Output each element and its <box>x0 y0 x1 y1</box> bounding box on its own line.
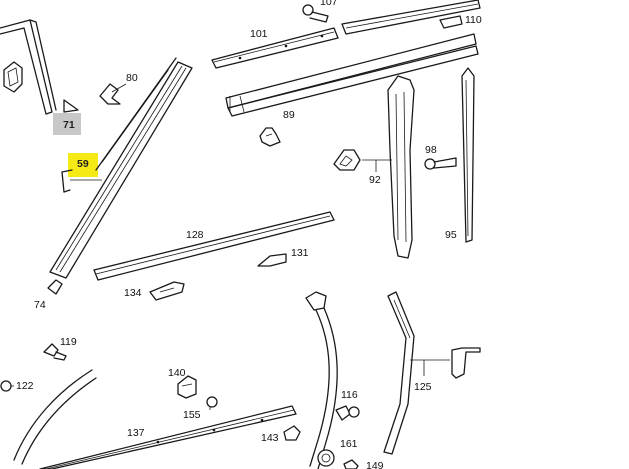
part-140: 140 <box>168 367 197 399</box>
part-155: 155 <box>183 396 218 421</box>
part-143: 143 <box>261 425 301 444</box>
upper-strip <box>341 0 481 35</box>
label-131[interactable]: 131 <box>291 247 309 259</box>
label-71[interactable]: 71 <box>63 119 75 131</box>
label-74[interactable]: 74 <box>34 299 46 311</box>
pillar-seal-center <box>305 291 338 469</box>
part-125: 125 <box>383 291 481 455</box>
part-74: 74 <box>34 279 63 311</box>
vertical-seal-92 <box>387 75 415 259</box>
window-channel-diagonal <box>49 57 193 279</box>
label-80[interactable]: 80 <box>126 72 138 84</box>
part-131: 131 <box>257 247 309 267</box>
highlight-71 <box>53 113 81 135</box>
label-92[interactable]: 92 <box>369 174 381 186</box>
clip-part <box>3 61 23 93</box>
label-128[interactable]: 128 <box>186 229 204 241</box>
door-skin-bottom-left <box>13 369 97 465</box>
label-59[interactable]: 59 <box>77 158 89 170</box>
part-122: 122 <box>0 380 34 392</box>
door-frame-top-left <box>0 19 57 115</box>
label-101[interactable]: 101 <box>250 28 268 40</box>
part-95: 95 <box>445 67 475 243</box>
part-80: 80 <box>99 72 138 105</box>
label-140[interactable]: 140 <box>168 367 186 379</box>
label-116[interactable]: 116 <box>341 389 358 401</box>
part-161: 161 <box>317 438 358 467</box>
label-155[interactable]: 155 <box>183 409 201 421</box>
part-149: 149 <box>343 459 384 469</box>
label-89[interactable]: 89 <box>283 109 295 121</box>
part-128: 128 <box>93 211 335 281</box>
part-89: 89 <box>259 109 295 147</box>
part-134: 134 <box>124 281 185 301</box>
part-71: 71 <box>53 99 81 135</box>
label-110[interactable]: 110 <box>465 14 482 26</box>
part-98: 98 <box>424 144 457 170</box>
part-92: 92 <box>333 149 392 186</box>
label-137[interactable]: 137 <box>127 427 145 439</box>
label-107[interactable]: 107 <box>320 0 338 8</box>
label-143[interactable]: 143 <box>261 432 279 444</box>
long-rail <box>225 33 479 117</box>
part-107: 107 <box>302 0 338 23</box>
part-101: 101 <box>211 27 339 69</box>
label-125[interactable]: 125 <box>414 381 432 393</box>
label-149[interactable]: 149 <box>366 460 384 469</box>
label-98[interactable]: 98 <box>425 144 437 156</box>
highlight-59 <box>68 153 98 177</box>
label-134[interactable]: 134 <box>124 287 142 299</box>
part-116: 116 <box>335 389 360 421</box>
part-59: 59 <box>61 153 102 193</box>
label-119[interactable]: 119 <box>60 336 77 348</box>
label-122[interactable]: 122 <box>16 380 34 392</box>
part-137: 137 <box>39 405 297 469</box>
part-119: 119 <box>43 336 77 361</box>
label-95[interactable]: 95 <box>445 229 457 241</box>
part-110: 110 <box>439 14 482 29</box>
label-161[interactable]: 161 <box>340 438 358 450</box>
